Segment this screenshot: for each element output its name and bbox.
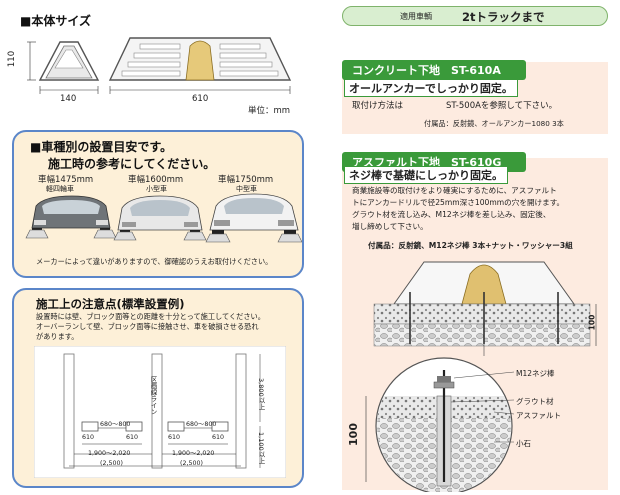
concrete-accessories: 付属品：反射鏡、オールアンカー1080 3本	[424, 119, 564, 128]
dim-length-label: 610	[192, 94, 209, 104]
dim-1100: 1,100以上	[257, 432, 265, 464]
dim-680-800-b: 680～800	[186, 421, 217, 428]
dim-2500-a: (2,500)	[100, 460, 123, 467]
car-3-width: 車幅1750mm	[218, 175, 274, 185]
car-2-illustration	[113, 195, 207, 241]
dim-3800: 3,800以上	[257, 378, 265, 410]
caution-text-3: があります。	[36, 332, 79, 341]
label-grout: グラウト材	[516, 397, 554, 406]
guide-title-line2: 施工時の参考にしてください。	[48, 157, 216, 171]
asphalt-accessories: 付属品：反射鏡、M12ネジ棒 3本+ナット・ワッシャー3組	[368, 241, 573, 250]
caution-text-1: 設置時には壁、ブロック面等との距離を十分とって施工してください。	[36, 312, 265, 321]
car-1-width: 車幅1475mm	[38, 175, 94, 185]
asphalt-text-4: 増し締めして下さい。	[352, 222, 428, 231]
car-2-width: 車幅1600mm	[128, 175, 184, 185]
dim-2500-b: (2,500)	[180, 460, 203, 467]
asphalt-subtitle: ネジ棒で基礎にしっかり固定。	[344, 166, 508, 184]
label-small-stone: 小石	[516, 439, 531, 448]
dim-center-line-label: 区画線ライン	[149, 376, 157, 415]
asphalt-diagram	[365, 261, 597, 492]
dim-side-width-label: 140	[60, 94, 77, 104]
unit-label: 単位：mm	[248, 106, 291, 116]
dim-680-800-a: 680～800	[100, 421, 131, 428]
car-1-type: 軽四輪車	[46, 185, 74, 193]
dim-1900-2020-a: 1,900～2,020	[88, 450, 131, 457]
dim-610-b: 610	[126, 434, 139, 441]
concrete-subtitle: オールアンカーでしっかり固定。	[344, 79, 518, 97]
car-3-type: 中型車	[236, 185, 257, 193]
concrete-method-prefix: 取付け方法は	[352, 101, 404, 111]
dim-610-c: 610	[168, 434, 181, 441]
caution-text-2: オーバーランして壁、ブロック面等に接触させ、車を破損させる恐れ	[36, 322, 259, 331]
layout-diagram	[34, 346, 286, 478]
applicable-vehicle-label: 適用車輌	[400, 12, 432, 21]
dim-610-d: 610	[212, 434, 225, 441]
guide-note: メーカーによって違いがありますので、御確認のうえお取付けください。	[36, 257, 273, 266]
label-asphalt: アスファルト	[516, 411, 561, 420]
concrete-method-suffix: ST-500Aを参照して下さい。	[446, 101, 558, 111]
size-title: ■本体サイズ	[20, 14, 91, 28]
car-1-illustration	[25, 195, 117, 239]
dim-610-a: 610	[82, 434, 95, 441]
asphalt-dim-100-left: 100	[346, 423, 360, 446]
asphalt-text-1: 商業施設等の取付けをより確実にするために、アスファルト	[352, 186, 557, 195]
cars-illustration	[25, 193, 302, 243]
top-view-block	[108, 37, 292, 81]
applicable-vehicle-bar	[342, 6, 608, 26]
asphalt-text-3: グラウト材を流し込み、M12ネジ棒を差し込み、固定後、	[352, 210, 551, 219]
dim-1900-2020-b: 1,900～2,020	[172, 450, 215, 457]
asphalt-dim-100-right: 100	[587, 314, 597, 331]
guide-title-line1: ■車種別の設置目安です。	[30, 140, 173, 154]
label-m12-bolt: M12ネジ棒	[516, 369, 555, 378]
car-3-illustration	[205, 193, 302, 243]
asphalt-text-2: トにアンカードリルで径25mm深さ100mmの穴を開けます。	[352, 198, 565, 207]
car-2-type: 小型車	[146, 185, 167, 193]
concrete-heading: コンクリート下地 ST-610A	[342, 60, 526, 80]
dim-height-label: 110	[7, 50, 18, 68]
applicable-vehicle-value: 2tトラックまで	[462, 10, 545, 24]
size-diagram	[27, 37, 292, 94]
side-view-block	[38, 41, 100, 81]
caution-title: 施工上の注意点(標準設置例)	[36, 297, 185, 311]
